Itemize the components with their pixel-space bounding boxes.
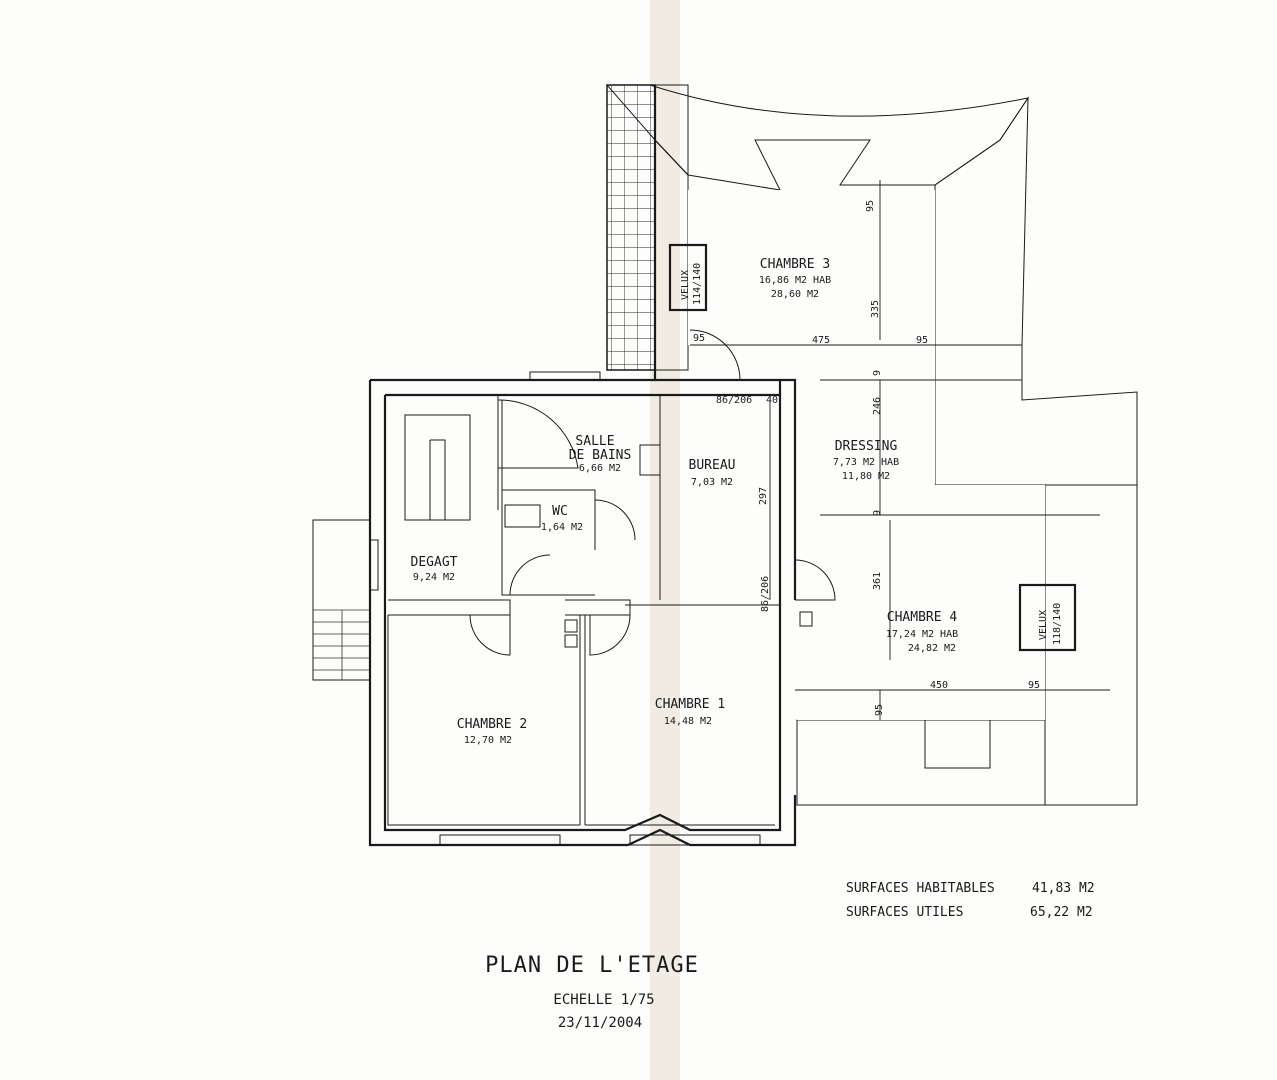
room-name: CHAMBRE 1 xyxy=(655,697,725,712)
title-block: PLAN DE L'ETAGE ECHELLE 1/75 23/11/2004 xyxy=(485,953,699,1031)
room-name-2: DE BAINS xyxy=(569,448,632,463)
room-name: BUREAU xyxy=(689,458,736,473)
room-area-hab: 7,73 M2 HAB xyxy=(833,457,899,468)
velux-2: VELUX 118/140 xyxy=(1018,583,1077,652)
dim-95-left: 95 xyxy=(693,333,705,344)
dim-361: 361 xyxy=(872,572,883,590)
room-area: 12,70 M2 xyxy=(464,735,512,746)
room-name: CHAMBRE 3 xyxy=(760,257,830,272)
room-chambre3: CHAMBRE 3 16,86 M2 HAB 28,60 M2 xyxy=(759,257,831,300)
room-area-util: 24,82 M2 xyxy=(908,643,956,654)
room-area: 14,48 M2 xyxy=(664,716,712,727)
room-area-util: 11,80 M2 xyxy=(842,471,890,482)
surfaces-hab-value: 41,83 M2 xyxy=(1032,881,1095,896)
surfaces-util-value: 65,22 M2 xyxy=(1030,905,1093,920)
surfaces-hab-label: SURFACES HABITABLES xyxy=(846,881,995,896)
dim-297: 297 xyxy=(758,487,769,505)
room-area: 7,03 M2 xyxy=(691,477,733,488)
room-name: CHAMBRE 4 xyxy=(887,610,958,625)
room-area: 6,66 M2 xyxy=(579,463,621,474)
room-chambre2: CHAMBRE 2 12,70 M2 xyxy=(457,717,527,746)
room-name: CHAMBRE 2 xyxy=(457,717,527,732)
room-name-1: SALLE xyxy=(575,434,614,449)
dim-95-right: 95 xyxy=(916,335,928,346)
room-name: WC xyxy=(552,504,568,519)
dim-95-c4-vert: 95 xyxy=(874,704,885,716)
room-chambre4: CHAMBRE 4 17,24 M2 HAB 24,82 M2 xyxy=(886,610,958,654)
room-area: 1,64 M2 xyxy=(541,522,583,533)
dim-9-b: 9 xyxy=(872,510,883,516)
plan-title: PLAN DE L'ETAGE xyxy=(485,953,699,978)
velux-2-size: 118/140 xyxy=(1052,603,1063,645)
plan-scale: ECHELLE 1/75 xyxy=(553,992,654,1008)
velux-1: VELUX 114/140 xyxy=(668,243,708,312)
surfaces-util-label: SURFACES UTILES xyxy=(846,905,963,920)
room-area-hab: 17,24 M2 HAB xyxy=(886,629,958,640)
dimension-lines xyxy=(690,180,1110,720)
room-bureau: BUREAU 7,03 M2 xyxy=(689,458,736,488)
room-area-hab: 16,86 M2 HAB xyxy=(759,275,831,286)
room-area: 9,24 M2 xyxy=(413,572,455,583)
room-name: DRESSING xyxy=(835,439,898,454)
dim-door-86-206-top: 86/206 xyxy=(716,395,752,406)
dim-335: 335 xyxy=(870,300,881,318)
dim-246: 246 xyxy=(872,397,883,415)
room-degagt: DEGAGT 9,24 M2 xyxy=(411,555,458,583)
room-dressing: DRESSING 7,73 M2 HAB 11,80 M2 xyxy=(833,439,899,482)
room-salle-de-bains: SALLE DE BAINS 6,66 M2 xyxy=(569,434,632,474)
surfaces-summary: SURFACES HABITABLES 41,83 M2 SURFACES UT… xyxy=(846,881,1095,920)
dim-450: 450 xyxy=(930,680,948,691)
room-area-util: 28,60 M2 xyxy=(771,289,819,300)
room-wc: WC 1,64 M2 xyxy=(541,504,583,533)
plan-date: 23/11/2004 xyxy=(558,1015,642,1031)
dim-95-top: 95 xyxy=(865,200,876,212)
dim-door-40: 40 xyxy=(766,395,778,406)
room-chambre1: CHAMBRE 1 14,48 M2 xyxy=(655,697,725,727)
dim-9-a: 9 xyxy=(872,370,883,376)
walls xyxy=(312,85,836,847)
velux-1-size: 114/140 xyxy=(692,263,703,305)
dimension-labels: 95 335 95 475 95 9 246 9 361 450 95 95 2… xyxy=(693,200,1040,716)
dim-475: 475 xyxy=(812,335,830,346)
room-name: DEGAGT xyxy=(411,555,458,570)
velux-2-label: VELUX xyxy=(1038,610,1049,640)
dim-door-86-206-side: 86/206 xyxy=(760,576,771,612)
velux-1-label: VELUX xyxy=(680,270,691,300)
dim-95-c4: 95 xyxy=(1028,680,1040,691)
